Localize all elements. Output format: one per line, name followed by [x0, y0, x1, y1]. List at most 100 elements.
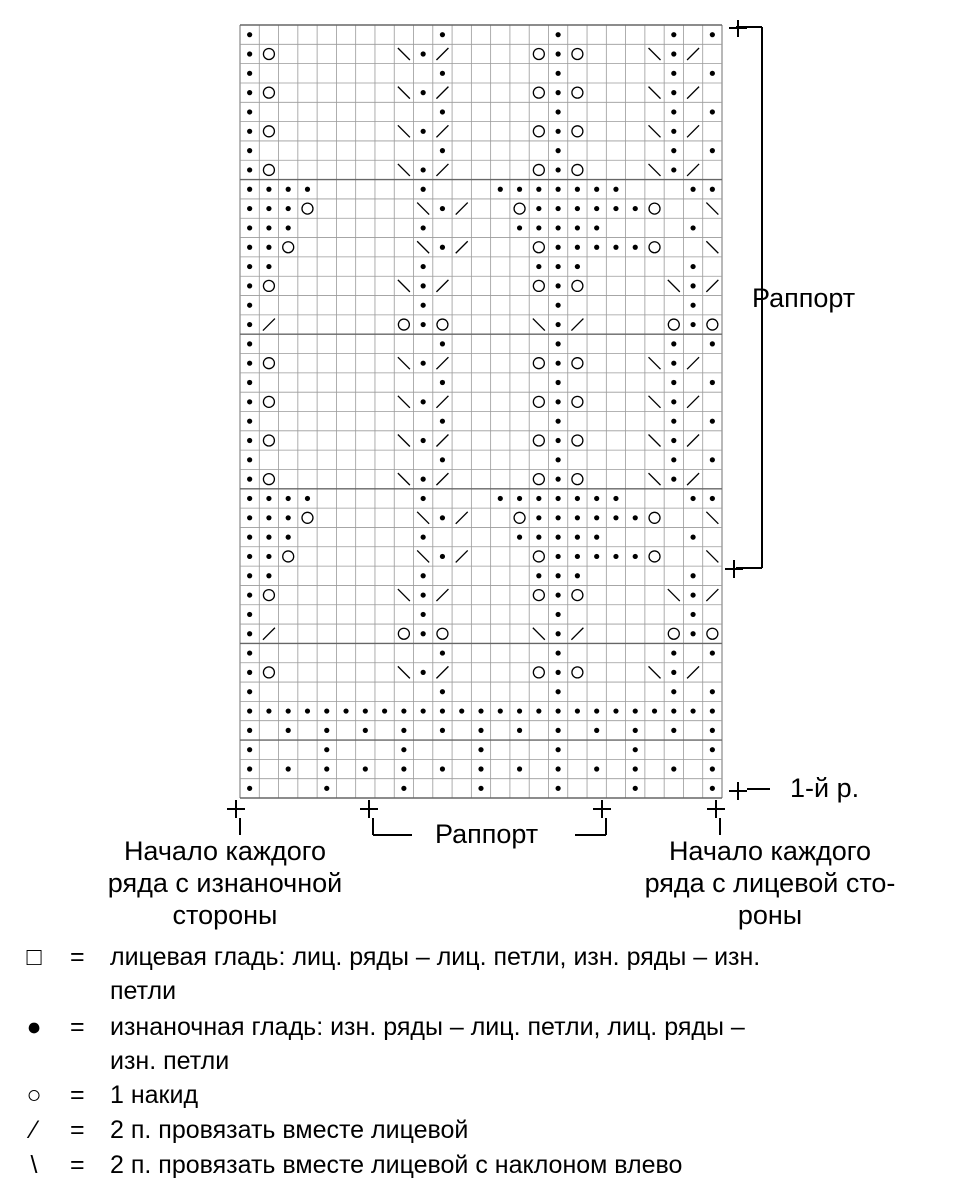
yarn-over-circle — [667, 627, 680, 640]
purl-dot — [555, 341, 561, 347]
purl-dot — [574, 553, 581, 560]
purl-dot — [247, 341, 253, 347]
purl-dot — [536, 205, 542, 212]
ssk-slash — [397, 588, 411, 602]
purl-dot — [439, 341, 446, 347]
purl-dot — [420, 321, 426, 328]
purl-dot — [516, 534, 523, 540]
purl-dot — [690, 573, 696, 579]
empty-square-icon: □ — [26, 943, 42, 971]
purl-dot — [555, 669, 561, 675]
yarn-over-circle — [532, 86, 545, 99]
purl-dot — [420, 263, 426, 270]
purl-dot — [594, 205, 600, 212]
legend-eq: = — [70, 1116, 85, 1144]
k2tog-slash — [262, 318, 276, 331]
purl-dot — [536, 495, 542, 502]
chart-symbols — [247, 32, 719, 791]
k2tog-slash — [686, 163, 700, 177]
yarn-over-circle — [532, 357, 545, 370]
purl-dot — [555, 553, 561, 560]
purl-dot — [362, 727, 368, 733]
purl-dot — [266, 186, 272, 192]
k2tog-slash — [455, 511, 469, 525]
purl-dot — [555, 70, 561, 76]
purl-dot — [420, 631, 426, 637]
purl-dot — [555, 689, 561, 695]
purl-dot — [613, 495, 619, 502]
purl-dot — [555, 321, 561, 328]
legend-eq: = — [70, 1013, 85, 1041]
purl-dot — [555, 128, 561, 134]
yarn-over-circle — [301, 202, 314, 215]
purl-dot — [632, 766, 638, 772]
purl-dot — [401, 747, 407, 753]
purl-dot — [555, 457, 561, 463]
purl-dot — [555, 476, 561, 482]
purl-dot — [555, 399, 561, 405]
ssk-slash — [397, 356, 411, 370]
purl-dot — [709, 341, 715, 347]
purl-dot — [247, 631, 253, 637]
purl-dot — [671, 90, 677, 96]
purl-dot — [690, 631, 696, 637]
rapport-bottom-label: Раппорт — [435, 819, 539, 849]
purl-dot — [555, 785, 561, 791]
yarn-over-circle — [262, 357, 276, 370]
purl-dot — [574, 263, 581, 270]
purl-dot — [247, 128, 253, 134]
legend-eq: = — [70, 1081, 85, 1109]
k2tog-slash — [686, 472, 700, 486]
purl-dot — [555, 708, 561, 714]
purl-dot — [247, 747, 253, 753]
purl-dot — [266, 553, 272, 560]
purl-dot — [709, 495, 715, 502]
purl-dot — [613, 708, 619, 714]
yarn-over-circle — [532, 666, 545, 679]
purl-dot — [247, 669, 253, 675]
purl-dot — [555, 186, 561, 192]
purl-dot — [478, 747, 484, 753]
purl-dot — [690, 263, 696, 270]
purl-dot — [439, 418, 446, 424]
purl-dot — [709, 418, 715, 424]
purl-dot — [401, 785, 407, 791]
yarn-over-circle — [532, 125, 545, 138]
purl-dot — [671, 379, 677, 386]
purl-dot — [420, 302, 426, 308]
ssk-slash — [397, 279, 411, 293]
k2tog-slash — [435, 47, 449, 61]
yarn-over-circle — [706, 318, 719, 331]
purl-dot — [690, 302, 696, 308]
purl-dot — [247, 457, 253, 463]
purl-dot — [439, 379, 446, 386]
yarn-over-circle — [532, 472, 545, 486]
purl-dot — [613, 515, 619, 521]
purl-dot — [497, 186, 503, 192]
purl-dot — [439, 244, 446, 250]
purl-dot — [516, 766, 523, 772]
purl-dot — [594, 553, 600, 560]
purl-dot — [247, 283, 253, 289]
purl-dot — [478, 708, 484, 714]
legend-row-knit: □ = лицевая гладь: лиц. ряды – лиц. петл… — [0, 940, 978, 1006]
purl-dot — [459, 708, 465, 714]
purl-dot — [555, 109, 561, 115]
purl-dot — [594, 534, 600, 540]
start-wrong-side-line-1: Начало каждого — [123, 836, 327, 866]
purl-dot — [247, 90, 253, 96]
purl-dot — [709, 650, 715, 656]
purl-dot — [555, 650, 561, 656]
purl-dot — [324, 785, 330, 791]
k2tog-slash — [435, 434, 449, 447]
k2tog-slash — [686, 665, 700, 679]
purl-dot — [671, 766, 677, 772]
purl-dot — [285, 766, 291, 772]
purl-dot — [709, 457, 715, 463]
purl-dot — [285, 515, 291, 521]
purl-dot — [555, 302, 561, 308]
start-right-side-line-3: роны — [737, 900, 803, 930]
purl-dot — [285, 534, 291, 540]
purl-dot — [516, 225, 523, 231]
knitting-chart — [227, 20, 770, 836]
